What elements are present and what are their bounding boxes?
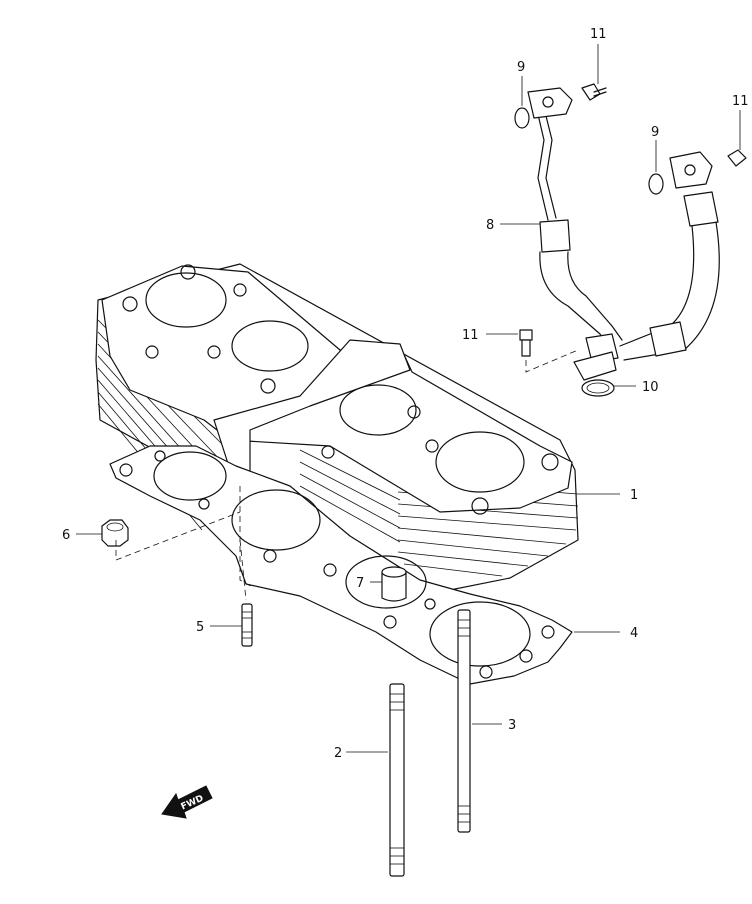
callout-9b: 9 [651, 125, 659, 140]
callout-1: 1 [630, 488, 638, 503]
oil-hose-left [527, 87, 623, 381]
callout-9a: 9 [517, 60, 525, 75]
assembly-guide-lines [115, 349, 579, 601]
cylinder-base-gasket [109, 445, 573, 685]
nut [101, 519, 129, 547]
callout-4: 4 [630, 626, 638, 641]
callout-11a: 11 [590, 27, 607, 42]
cylinder-block [95, 263, 579, 593]
fwd-label: FWD [180, 794, 206, 813]
stud-long-right [457, 609, 471, 833]
bolt-11c [519, 329, 533, 357]
bolt-11a [581, 83, 607, 101]
o-ring-9b [648, 173, 664, 195]
bolt-11b [727, 149, 747, 167]
callout-7: 7 [356, 576, 364, 591]
callout-11b: 11 [732, 94, 749, 109]
callout-2: 2 [334, 746, 342, 761]
callout-3: 3 [508, 718, 516, 733]
fwd-arrow: FWD [161, 785, 213, 819]
callout-10: 10 [642, 380, 659, 395]
stud-long-left [389, 683, 405, 877]
callout-6: 6 [62, 528, 70, 543]
oil-hose-right [619, 151, 720, 361]
stud-short [241, 603, 253, 647]
o-ring-10 [581, 379, 615, 397]
dowel-pin [381, 566, 407, 602]
callout-8: 8 [486, 218, 494, 233]
o-ring-9a [514, 107, 530, 129]
leader-lines [76, 44, 741, 753]
callout-11c: 11 [462, 328, 479, 343]
callout-5: 5 [196, 620, 204, 635]
